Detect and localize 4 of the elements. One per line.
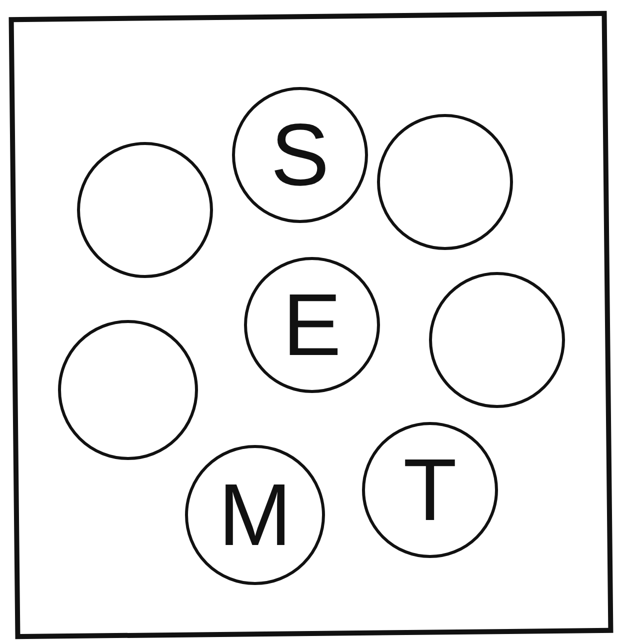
letter-label: T	[403, 446, 457, 534]
letter-label: E	[282, 281, 342, 369]
letter-label: M	[218, 471, 292, 559]
letter-label: S	[270, 111, 330, 199]
